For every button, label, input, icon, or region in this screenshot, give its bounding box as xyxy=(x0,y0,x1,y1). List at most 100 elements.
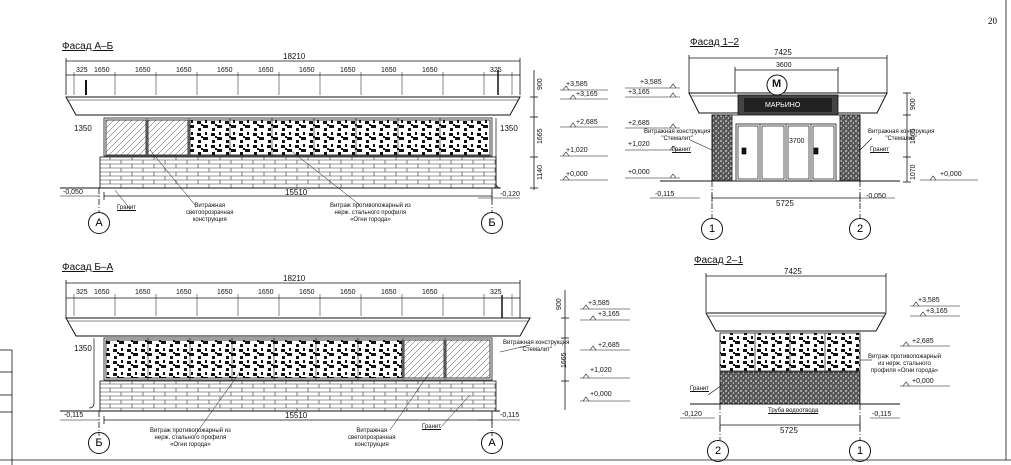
v21-level: +3,165 xyxy=(926,308,948,315)
ba-total-width: 18210 xyxy=(283,274,306,283)
ab-spacing: 1650 xyxy=(258,67,274,74)
ba-level: +3,165 xyxy=(598,311,620,318)
v12-level: -0,050 xyxy=(866,193,886,200)
ab-spacing: 1650 xyxy=(381,67,397,74)
ba-spacing: 1650 xyxy=(340,289,356,296)
ab-level: +0,000 xyxy=(566,171,588,178)
ab-level: +2,685 xyxy=(576,119,598,126)
ba-note-glazing: Витражная светопрозрачная конструкция xyxy=(348,428,396,448)
v21-level: -0,115 xyxy=(872,411,892,418)
facade-ab xyxy=(60,58,608,212)
facade-ba-title: Фасад Б–А xyxy=(62,262,114,273)
ab-level: +1,020 xyxy=(566,147,588,154)
v12-note-stemalit-left: Витражная конструкция "Стемалит" xyxy=(644,129,711,142)
ba-level: +0,000 xyxy=(590,391,612,398)
ba-level: -0,115 xyxy=(500,412,520,419)
ab-note-glazing: Витражная светопрозрачная конструкция xyxy=(186,203,234,223)
v12-level: +0,000 xyxy=(940,171,962,178)
ba-spacing: 1650 xyxy=(299,289,315,296)
v21-level: +0,000 xyxy=(912,378,934,385)
ab-spacing: 325 xyxy=(490,67,502,74)
ab-spacing: 1650 xyxy=(422,67,438,74)
v12-vdim: 900 xyxy=(910,98,917,110)
ba-side-left: 1350 xyxy=(74,344,92,353)
ab-spacing: 1650 xyxy=(217,67,233,74)
axis-marker: А xyxy=(481,432,503,454)
station-sign: МАРЬИНО xyxy=(765,102,801,109)
ba-vdim: 1665 xyxy=(561,352,568,368)
ba-spacing: 1650 xyxy=(176,289,192,296)
v21-level: +3,585 xyxy=(918,297,940,304)
ba-level: +3,585 xyxy=(588,300,610,307)
v21-note-granite: Гранит xyxy=(690,386,709,392)
v12-total-width: 7425 xyxy=(774,48,792,57)
ba-spacing: 1650 xyxy=(381,289,397,296)
ab-note-fire-glazing: Витраж противопожарный из нерж. стальног… xyxy=(330,203,411,223)
facade-21 xyxy=(680,273,960,440)
axis-marker: 2 xyxy=(707,440,729,462)
ab-vdim: 1665 xyxy=(537,128,544,144)
ab-level: +3,585 xyxy=(566,81,588,88)
axis-marker: Б xyxy=(88,432,110,454)
ba-level: +2,685 xyxy=(598,342,620,349)
ba-spacing: 1650 xyxy=(258,289,274,296)
ab-spacing: 1650 xyxy=(299,67,315,74)
v12-level: +3,165 xyxy=(628,89,650,96)
v21-level: -0,120 xyxy=(682,411,702,418)
ba-spacing: 325 xyxy=(76,289,88,296)
axis-marker: 1 xyxy=(701,218,723,240)
v21-level: +2,685 xyxy=(912,338,934,345)
facade-21-title: Фасад 2–1 xyxy=(694,255,744,266)
v12-bottom-width: 5725 xyxy=(776,199,794,208)
ba-spacing: 1650 xyxy=(422,289,438,296)
v21-bottom-width: 5725 xyxy=(780,426,798,435)
ba-spacing: 1650 xyxy=(217,289,233,296)
v12-inner-width: 3600 xyxy=(776,62,792,69)
ba-vdim: 900 xyxy=(556,298,563,310)
ab-level: -0,050 xyxy=(63,189,83,196)
ab-level: +3,165 xyxy=(576,91,598,98)
v12-note-granite-left: Гранит xyxy=(672,147,691,153)
axis-marker: 1 xyxy=(849,440,871,462)
facade-12 xyxy=(625,55,978,218)
ba-note-stemalit: Витражная конструкция "Стемалит" xyxy=(503,340,570,353)
metro-logo: M xyxy=(772,78,782,90)
ab-spacing: 1650 xyxy=(340,67,356,74)
v21-note-drain: Труба водоотвода xyxy=(768,408,819,414)
ab-total-width: 18210 xyxy=(283,52,306,61)
ba-bottom-width: 15510 xyxy=(285,411,308,420)
v12-level: -0,115 xyxy=(655,191,675,198)
ab-spacing: 1650 xyxy=(176,67,192,74)
v12-level: +2,685 xyxy=(628,120,650,127)
ab-vdim: 1140 xyxy=(537,164,544,180)
facade-12-title: Фасад 1–2 xyxy=(690,37,740,48)
ab-bottom-width: 15510 xyxy=(285,188,308,197)
ab-level: -0,120 xyxy=(500,191,520,198)
ba-spacing: 1650 xyxy=(94,289,110,296)
axis-marker: 2 xyxy=(849,218,871,240)
ba-note-fire-glazing: Витраж противопожарный из нерж. стальног… xyxy=(150,428,231,448)
ab-vdim: 900 xyxy=(537,78,544,90)
axis-marker: Б xyxy=(481,212,503,234)
page-number: 20 xyxy=(988,16,997,26)
ba-spacing: 325 xyxy=(490,289,502,296)
ab-spacing: 1650 xyxy=(135,67,151,74)
ba-level: +1,020 xyxy=(590,367,612,374)
v12-note-granite-right: Гранит xyxy=(870,147,889,153)
v12-level: +1,020 xyxy=(628,141,650,148)
v12-note-stemalit-right: Витражная конструкция "Стемалит" xyxy=(868,129,935,142)
v12-door-width: 3700 xyxy=(789,138,805,145)
ab-spacing: 1650 xyxy=(94,67,110,74)
facade-ba xyxy=(60,280,630,436)
ab-note-granite: Гранит xyxy=(117,205,136,211)
facade-ab-title: Фасад А–Б xyxy=(62,41,114,52)
ab-side-right: 1350 xyxy=(500,124,518,133)
ba-note-granite: Гранит xyxy=(422,424,441,430)
ab-spacing: 325 xyxy=(76,67,88,74)
v21-note-fire-glazing: Витраж противопожарный из нерж. стальног… xyxy=(868,354,941,374)
v12-level: +0,000 xyxy=(628,169,650,176)
ba-level: -0,115 xyxy=(64,412,84,419)
